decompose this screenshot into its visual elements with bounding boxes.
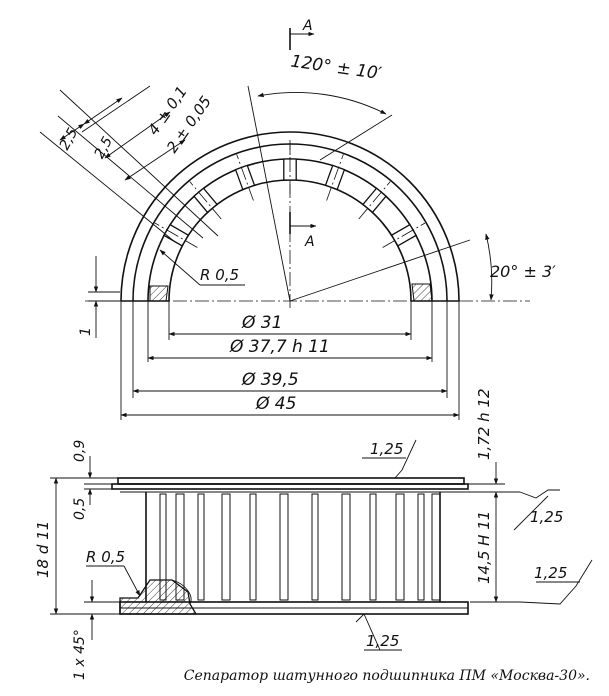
roughness-symbol-right2: 1,25 [519, 559, 593, 605]
angle-20-arc [485, 233, 494, 301]
angle-120-arc [257, 92, 387, 115]
roughness-symbol-bottom: 1,25 [355, 613, 402, 651]
roughness-right2-label: 1,25 [534, 564, 567, 582]
cage-slots [159, 493, 441, 601]
pocket-dimensions: 4 ± 0,1 2 ± 0,05 2,5 2,5 [39, 83, 219, 243]
dim-05-label: 0,5 [72, 498, 88, 520]
cage-slot [369, 493, 377, 601]
radius-leader-top [159, 249, 201, 286]
section-marker-top: A [289, 18, 315, 50]
pocket-centerline [382, 222, 426, 248]
pocket-centerline [326, 154, 344, 201]
radius-label-top: R 0,5 [200, 266, 239, 284]
section-marker-center: A [289, 212, 317, 250]
dim-d395-label: Ø 39,5 [241, 370, 299, 390]
cage-slot [395, 493, 405, 601]
dim-d45-label: Ø 45 [255, 394, 296, 414]
roughness-top-label: 1,25 [370, 440, 403, 458]
radius-label-side: R 0,5 [86, 548, 125, 566]
radius-leader-side [123, 565, 141, 597]
top-flange [117, 477, 465, 485]
cage-slot [249, 493, 257, 601]
roughness-symbol-top: 1,25 [362, 439, 417, 479]
top-view: A A 120° ± 10′ 20° ± 3′ 4 ± 0,1 2 ± [39, 18, 556, 420]
dim-09-label: 0,9 [72, 440, 88, 462]
side-view: 18 d 11 0,9 0,5 R 0,5 1 x 45° 1,72 h 12 … [34, 388, 593, 680]
cage-slot [311, 493, 319, 601]
left-section-hatch [149, 285, 169, 302]
figure-caption: Сепаратор шатунного подшипника ПМ «Москв… [183, 668, 590, 684]
cage-slot [197, 493, 205, 601]
outer-arc [120, 131, 460, 302]
angle-120-label: 120° ± 10′ [289, 52, 383, 85]
roughness-bottom-label: 1,25 [366, 632, 399, 650]
cage-slot [417, 493, 425, 601]
angle-20-label: 20° ± 3′ [490, 262, 556, 281]
chamfer-label: 1 x 45° [72, 629, 88, 680]
cage-slot [341, 493, 351, 601]
pocket-centerline [154, 222, 198, 248]
top-flange-lip [111, 483, 469, 490]
flange-arc [132, 143, 448, 302]
roughness-right1-label: 1,25 [530, 508, 563, 526]
cage-slot [431, 493, 441, 601]
dim-h145-label: 14,5 H 11 [475, 511, 493, 584]
section-hatch-side [119, 579, 198, 615]
dim-h172-label: 1,72 h 12 [475, 388, 493, 460]
pocket-centerline [189, 181, 222, 220]
dim-h18-label: 18 d 11 [34, 521, 52, 578]
roughness-symbol-right1: 1,25 [513, 489, 563, 531]
section-letter-center: A [304, 234, 315, 250]
dim-d377-label: Ø 37,7 h 11 [229, 337, 330, 357]
cage-slot [221, 493, 231, 601]
dim-d31-label: Ø 31 [241, 313, 282, 333]
roller-pockets [154, 145, 426, 248]
thickness-label: 1 [78, 327, 94, 336]
right-section-hatch [411, 283, 433, 302]
section-letter-top: A [302, 18, 313, 34]
pocket-centerline [358, 181, 391, 220]
cage-slot [279, 493, 289, 601]
pocket-centerline [236, 154, 254, 201]
